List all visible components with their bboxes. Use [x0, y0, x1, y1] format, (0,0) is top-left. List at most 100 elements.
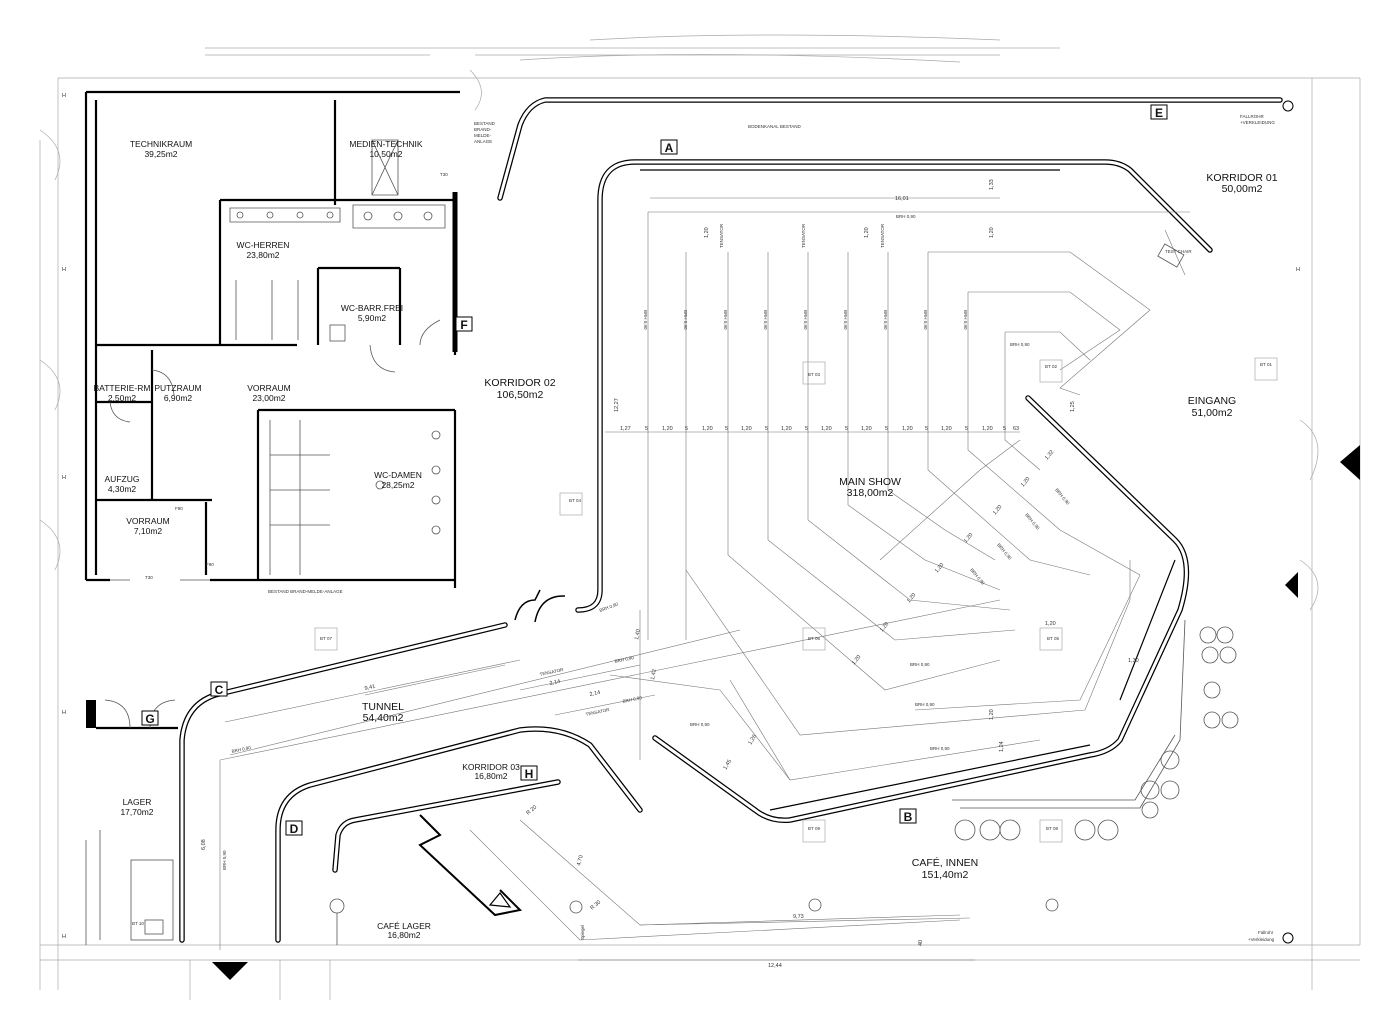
room-cafelager-name: CAFÉ LAGER: [377, 921, 431, 931]
t30-label: T30: [145, 575, 153, 580]
room-wcbarrfrei-name: WC-BARR.FREI: [341, 303, 403, 313]
dim-value: 12,44: [768, 963, 782, 969]
brh-label: BRH 0,90: [963, 310, 968, 330]
dim-value: 1,40: [634, 629, 642, 641]
dim-row: 5: [725, 426, 728, 432]
room-korridor02-area: 106,50m2: [497, 389, 544, 401]
dimension-lines: [224, 197, 1021, 961]
bt-label: BT 01: [1260, 362, 1272, 367]
room-aufzug-name: AUFZUG: [105, 474, 140, 484]
brh-label: BRH 0,90: [883, 310, 888, 330]
exhibition-walls: [179, 97, 1283, 943]
room-vorraum2-name: VORRAUM: [126, 516, 169, 526]
dim-row: 63: [1013, 426, 1019, 432]
room-tunnel-area: 54,40m2: [363, 712, 404, 724]
room-medientechnik-area: 10,50m2: [369, 149, 402, 159]
brh-label: BRH 0,90: [723, 310, 728, 330]
brh-label: BRH 0,90: [896, 214, 916, 219]
dim-value: 1,20: [989, 227, 995, 238]
wall-tag-d: D: [290, 822, 299, 836]
bt-label: BT 03: [808, 372, 820, 377]
wall-tag-a: A: [665, 141, 674, 155]
brandmelde-label: BESTAND BRAND-MELDE-ANLAGE: [268, 589, 343, 594]
fallrohr-label: FALLROHR: [1240, 114, 1265, 119]
bestand-label-1: BESTAND: [474, 121, 496, 126]
brh-label: BRH 0,90: [599, 601, 620, 613]
tensator-label: TENSATOR: [539, 667, 564, 677]
service-block-walls: [84, 90, 460, 588]
bt-label: BT 05: [1047, 636, 1059, 641]
room-tunnel-name: TUNNEL: [362, 701, 404, 713]
dim-row: 1,20: [941, 426, 952, 432]
brh-label: BRH 0,90: [1054, 487, 1071, 506]
dim-value: 9,73: [793, 914, 804, 920]
entrance-arrow-right-top: [1340, 445, 1360, 480]
bt-label: BT 10: [132, 921, 144, 926]
dim-value: 1,45: [723, 759, 734, 771]
h-marker: H: [62, 934, 66, 940]
room-aufzug-area: 4,30m2: [108, 484, 137, 494]
wall-tag-h-box: [520, 765, 538, 781]
brh-label: BRH 0,90: [803, 310, 808, 330]
bestand-label-4: ANLAGE: [474, 139, 492, 144]
t30-label: T30: [440, 172, 448, 177]
wall-tag-e-box: [1150, 104, 1168, 120]
bt-label: BT 06: [808, 636, 820, 641]
dim-value: 1,20: [989, 709, 995, 720]
dim-value: 1,32: [1044, 449, 1055, 461]
brh-label: BRH 0,90: [843, 310, 848, 330]
dim-value: 12,27: [614, 398, 620, 412]
dim-value: 40: [918, 940, 924, 946]
h-marker: H: [62, 267, 66, 273]
dim-row: 1,20: [861, 426, 872, 432]
entrance-arrow-bottom: [212, 962, 248, 980]
dim-value: 1,20: [906, 592, 917, 604]
room-wcdamen-area: 28,25m2: [381, 480, 414, 490]
dim-row: 1,20: [902, 426, 913, 432]
dim-value: R 20: [525, 804, 538, 816]
room-wcdamen-name: WC-DAMEN: [374, 470, 422, 480]
h-marker: H: [62, 710, 66, 716]
brh-label: BRH 0,90: [923, 310, 928, 330]
bestand-label-2: BRAND-: [474, 127, 492, 132]
dim-row: 5: [805, 426, 808, 432]
fallrohr-label-4: +Verkleidung: [1248, 937, 1275, 942]
dim-row: 5: [885, 426, 888, 432]
dim-value: 1,20: [934, 562, 945, 574]
cafe-tables: [808, 619, 1239, 912]
spiegel-label: Spiegel: [580, 925, 585, 940]
dim-value: 1,24: [999, 741, 1005, 752]
tensator-label: TENSATOR: [585, 707, 610, 717]
brh-label: BRH 0,90: [622, 695, 643, 704]
dim-row: 1,20: [982, 426, 993, 432]
dim-value: 1,20: [1020, 476, 1031, 488]
brh-label: BRH 0,90: [690, 722, 710, 727]
context-lines: [39, 34, 1361, 1000]
dim-value: R 30: [589, 899, 602, 911]
dim-value: 1,25: [1070, 401, 1076, 412]
room-korridor02-name: KORRIDOR 02: [484, 377, 555, 389]
dim-row: 1,20: [781, 426, 792, 432]
room-korridor01-name: KORRIDOR 01: [1206, 172, 1277, 184]
f90-label: F90: [175, 506, 183, 511]
room-putzraum-name: PUTZRAUM: [154, 383, 201, 393]
wall-tag-f: F: [460, 318, 467, 332]
dim-row: 1,20: [821, 426, 832, 432]
dim-row: 1,27: [620, 426, 631, 432]
brh-label: BRH 0,90: [996, 542, 1013, 561]
tensator-label: TENSATOR: [880, 223, 885, 248]
bestand-label-3: MELDE-: [474, 133, 492, 138]
room-technikraum-name: TECHNIKRAUM: [130, 139, 192, 149]
dim-value: 1,20: [963, 532, 974, 544]
brh-label: BRH 0,90: [643, 310, 648, 330]
brh-label: BRH 0,90: [1024, 512, 1041, 531]
dim-value: 6,08: [201, 839, 207, 850]
f90-label: F90: [206, 562, 214, 567]
brh-label: BRH 0,90: [969, 567, 986, 586]
dim-value: 1,42: [650, 669, 658, 681]
dim-row: 5: [925, 426, 928, 432]
bt-label: BT 02: [1045, 364, 1057, 369]
room-cafelager-area: 16,80m2: [387, 930, 420, 940]
tensator-label: TENSATOR: [719, 223, 724, 248]
brh-label: BRH 0,90: [231, 745, 252, 754]
